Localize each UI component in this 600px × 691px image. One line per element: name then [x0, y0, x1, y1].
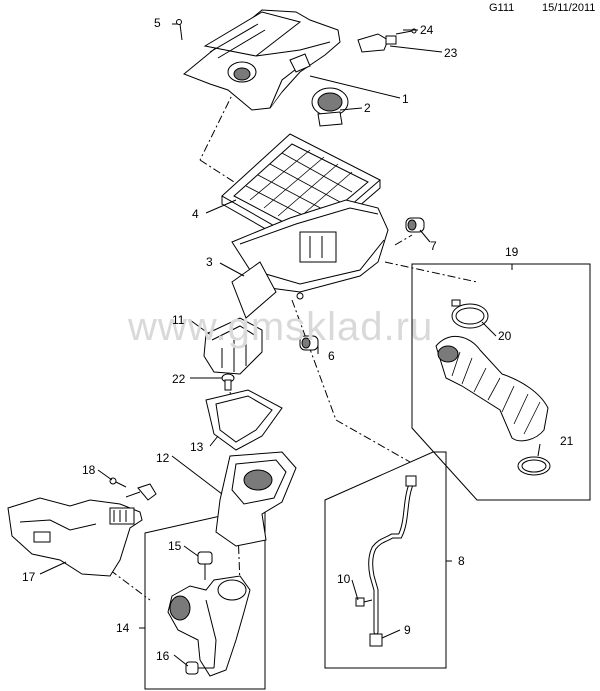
callout-11: 11: [172, 313, 185, 327]
gasket-13-part: [205, 389, 283, 451]
resonator-11-part: [203, 317, 263, 375]
bolt-18-part: [109, 477, 127, 488]
callout-5: 5: [154, 16, 161, 30]
callout-15: 15: [168, 539, 182, 553]
callout-19: 19: [505, 245, 519, 259]
leader-lines: [39, 23, 541, 667]
group-box-8: [324, 451, 447, 669]
callout-17: 17: [22, 570, 36, 584]
diagram-date: 15/11/2011: [542, 2, 596, 14]
callout-1: 1: [402, 92, 409, 106]
callout-21: 21: [560, 434, 574, 448]
breather-hose-8-part: [355, 475, 417, 647]
callout-16: 16: [156, 649, 170, 663]
clamp-21-part: [517, 456, 551, 476]
diagram-code: G111: [489, 2, 515, 14]
clamp-ring-2-part: [311, 87, 349, 127]
callout-8: 8: [458, 554, 465, 568]
grommet-7-part: [405, 217, 425, 233]
callout-7: 7: [430, 239, 437, 253]
hose-19-part: [435, 336, 549, 442]
callout-23: 23: [444, 46, 458, 60]
callout-22: 22: [172, 372, 186, 386]
group-box-19: [411, 263, 591, 501]
duct-12-part: [215, 451, 297, 547]
callout-4: 4: [192, 207, 199, 221]
callout-20: 20: [498, 329, 512, 343]
clamp-20-part: [451, 299, 489, 329]
screw-5-part: [176, 19, 183, 41]
callout-13: 13: [190, 440, 204, 454]
upper-housing-part: [183, 9, 341, 111]
callout-12: 12: [156, 451, 170, 465]
callout-24: 24: [420, 23, 434, 37]
callout-6: 6: [328, 349, 335, 363]
callout-9: 9: [404, 623, 411, 637]
callout-14: 14: [116, 621, 130, 635]
callout-18: 18: [82, 463, 96, 477]
callout-10: 10: [337, 572, 351, 586]
lower-housing-part: [231, 199, 389, 319]
grommet-6-part: [299, 335, 319, 351]
callout-2: 2: [364, 101, 371, 115]
callout-3: 3: [206, 255, 213, 269]
clip-22-part: [221, 373, 235, 391]
duct-14-part: [167, 551, 251, 677]
grommet-15-part: [197, 551, 213, 565]
sensor-23-part: [357, 28, 417, 53]
intake-duct-17-part: [7, 483, 157, 577]
